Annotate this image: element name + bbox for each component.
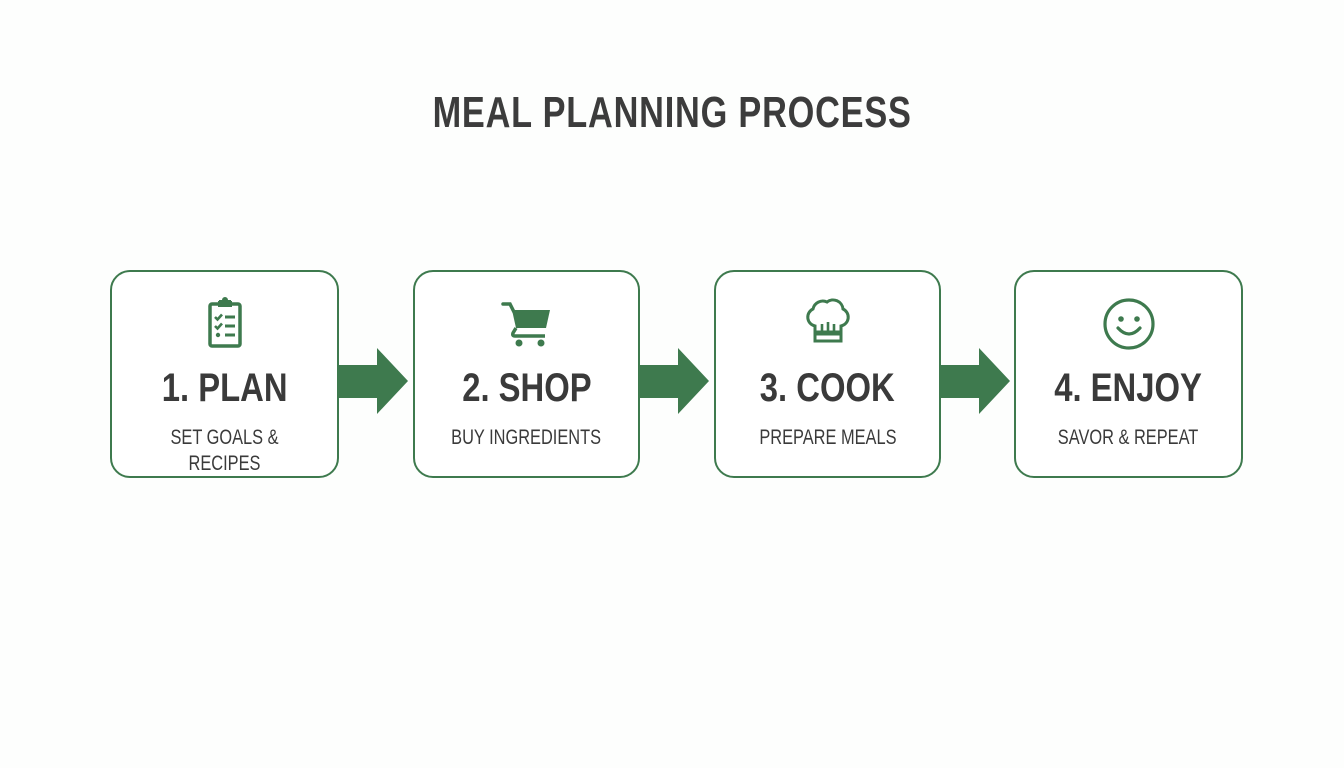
step-label-text: 1. PLAN [161, 366, 288, 410]
step-description-text: PREPARE MEALS [758, 426, 897, 449]
clipboard-checklist-icon [207, 297, 242, 348]
step-card-cook: 3. COOK PREPARE MEALS [714, 270, 941, 478]
diagram-title: MEAL PLANNING PROCESS [0, 88, 1344, 138]
step-description-text: BUY INGREDIENTS [451, 426, 602, 449]
step-description: BUY INGREDIENTS [415, 425, 638, 451]
step-label: 1. PLAN [112, 366, 337, 410]
step-card-plan: 1. PLAN SET GOALS & RECIPES [110, 270, 339, 478]
arrow-right-icon [639, 348, 709, 414]
step-description: PREPARE MEALS [716, 425, 939, 451]
shopping-cart-icon [500, 302, 550, 347]
step-label: 3. COOK [716, 366, 939, 410]
step-description: SET GOALS & RECIPES [112, 425, 337, 477]
chef-hat-icon [805, 298, 850, 343]
smiley-face-icon [1102, 298, 1155, 350]
step-label-text: 2. SHOP [461, 366, 592, 410]
step-label-text: 3. COOK [760, 366, 895, 410]
step-description: SAVOR & REPEAT [1016, 425, 1241, 451]
step-label: 4. ENJOY [1016, 366, 1241, 410]
step-label: 2. SHOP [415, 366, 638, 410]
step-description-text: SAVOR & REPEAT [1058, 426, 1199, 449]
step-label-text: 4. ENJOY [1054, 366, 1203, 410]
step-description-text: SET GOALS & RECIPES [170, 426, 279, 475]
step-card-shop: 2. SHOP BUY INGREDIENTS [413, 270, 640, 478]
step-card-enjoy: 4. ENJOY SAVOR & REPEAT [1014, 270, 1243, 478]
arrow-right-icon [338, 348, 408, 414]
diagram-title-text: MEAL PLANNING PROCESS [432, 88, 912, 137]
arrow-right-icon [940, 348, 1010, 414]
